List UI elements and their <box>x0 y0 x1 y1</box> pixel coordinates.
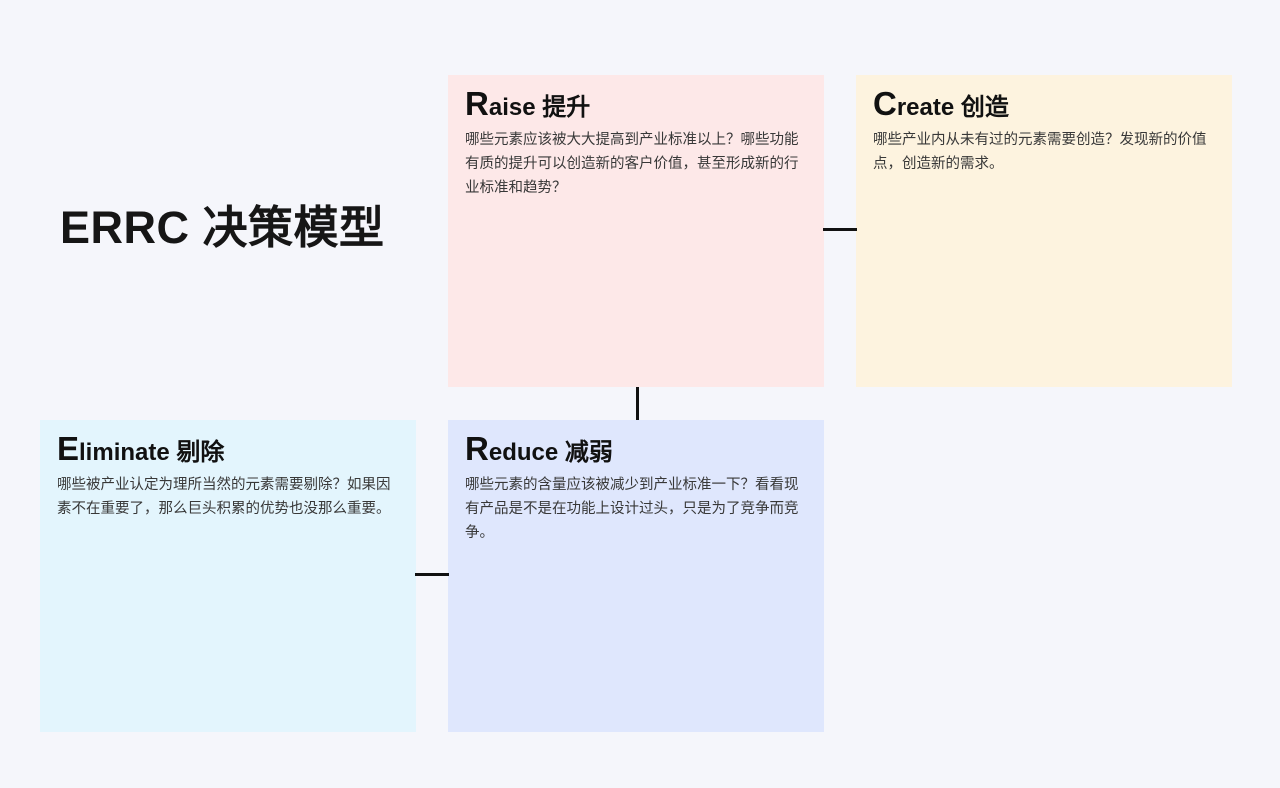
card-reduce: Reduce 减弱 哪些元素的含量应该被减少到产业标准一下？看看现有产品是不是在… <box>448 420 824 732</box>
connector-raise-create <box>823 228 857 231</box>
card-create-initial: C <box>873 85 897 122</box>
card-raise-title-text: aise 提升 <box>488 94 591 121</box>
card-reduce-title-text: educe 减弱 <box>488 439 613 466</box>
card-raise-initial: R <box>465 85 489 122</box>
card-eliminate: Eliminate 剔除 哪些被产业认定为理所当然的元素需要剔除？如果因素不在重… <box>40 420 416 732</box>
card-create-title-text: reate 创造 <box>896 94 1009 121</box>
card-eliminate-title: Eliminate 剔除 <box>57 432 399 470</box>
card-create-body: 哪些产业内从未有过的元素需要创造？发现新的价值点，创造新的需求。 <box>873 131 1207 172</box>
connector-eliminate-reduce <box>415 573 449 576</box>
card-eliminate-title-text: liminate 剔除 <box>79 439 225 466</box>
card-reduce-title: Reduce 减弱 <box>465 432 807 470</box>
card-raise-title: Raise 提升 <box>465 87 807 125</box>
page-title: ERRC 决策模型 <box>60 202 385 253</box>
card-eliminate-body: 哪些被产业认定为理所当然的元素需要剔除？如果因素不在重要了，那么巨头积累的优势也… <box>57 476 391 517</box>
card-raise-body: 哪些元素应该被大大提高到产业标准以上？哪些功能有质的提升可以创造新的客户价值，甚… <box>465 131 799 196</box>
card-raise: Raise 提升 哪些元素应该被大大提高到产业标准以上？哪些功能有质的提升可以创… <box>448 75 824 387</box>
card-create-title: Create 创造 <box>873 87 1215 125</box>
connector-raise-reduce <box>636 387 639 420</box>
card-reduce-body: 哪些元素的含量应该被减少到产业标准一下？看看现有产品是不是在功能上设计过头，只是… <box>465 476 799 541</box>
card-create: Create 创造 哪些产业内从未有过的元素需要创造？发现新的价值点，创造新的需… <box>856 75 1232 387</box>
card-eliminate-initial: E <box>57 430 80 467</box>
card-reduce-initial: R <box>465 430 489 467</box>
